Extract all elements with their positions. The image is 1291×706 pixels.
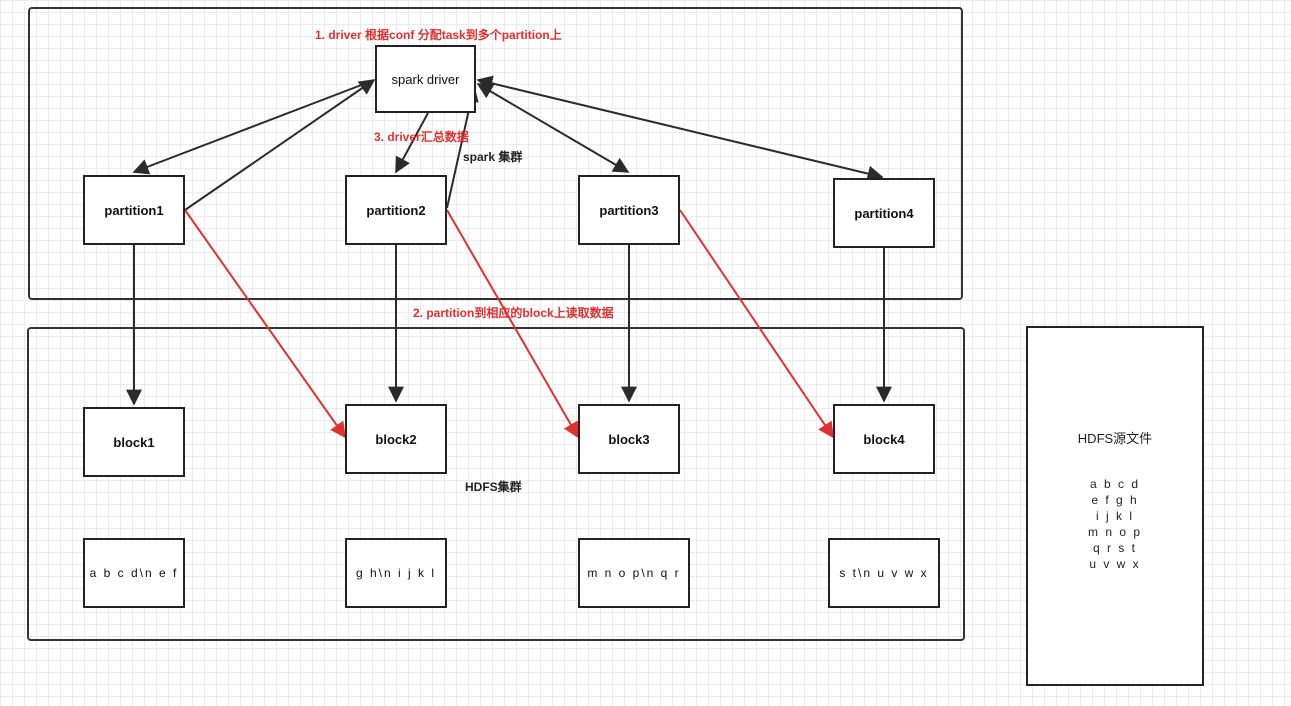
chunk3-box: m n o p\n q r xyxy=(578,538,690,608)
source-line: q r s t xyxy=(1092,541,1137,555)
partition4-node: partition4 xyxy=(833,178,935,248)
edge-partition2-to-block3 xyxy=(446,209,579,439)
partition3-node: partition3 xyxy=(578,175,680,245)
spark-driver-node: spark driver xyxy=(375,45,476,113)
source-line: e f g h xyxy=(1091,493,1139,507)
hdfs-source-file-lines: a b c d e f g h i j k l m n o p q r s t … xyxy=(1028,476,1202,572)
source-line: u v w x xyxy=(1089,557,1141,571)
hdfs-cluster-label: HDFS集群 xyxy=(465,480,522,494)
partition2-node: partition2 xyxy=(345,175,447,245)
source-line: i j k l xyxy=(1096,509,1134,523)
spark-cluster-box xyxy=(28,7,963,300)
block3-node: block3 xyxy=(578,404,680,474)
hdfs-cluster-box xyxy=(27,327,965,641)
step3-annotation: 3. driver汇总数据 xyxy=(374,130,469,144)
source-line: m n o p xyxy=(1087,525,1143,539)
edge-partition1-to-block2 xyxy=(184,209,346,439)
edge-driver-to-partition2 xyxy=(395,112,429,174)
edge-driver-to-partition1 xyxy=(132,83,365,175)
edge-driver-partition4 xyxy=(476,75,884,182)
partition1-node: partition1 xyxy=(83,175,185,245)
step1-annotation: 1. driver 根据conf 分配task到多个partition上 xyxy=(315,28,562,42)
step2-annotation: 2. partition到相应的block上读取数据 xyxy=(413,306,614,320)
block4-node: block4 xyxy=(833,404,935,474)
source-line: a b c d xyxy=(1089,477,1141,491)
edge-partition1-to-driver xyxy=(184,79,376,211)
block2-node: block2 xyxy=(345,404,447,474)
chunk2-box: g h\n i j k l xyxy=(345,538,447,608)
spark-cluster-label: spark 集群 xyxy=(463,150,523,164)
chunk1-box: a b c d\n e f xyxy=(83,538,185,608)
chunk4-box: s t\n u v w x xyxy=(828,538,940,608)
block1-node: block1 xyxy=(83,407,185,477)
edge-partition3-to-block4 xyxy=(679,209,834,439)
hdfs-source-file-title: HDFS源文件 xyxy=(1077,431,1153,446)
hdfs-source-file-panel: HDFS源文件 a b c d e f g h i j k l m n o p … xyxy=(1026,326,1204,686)
